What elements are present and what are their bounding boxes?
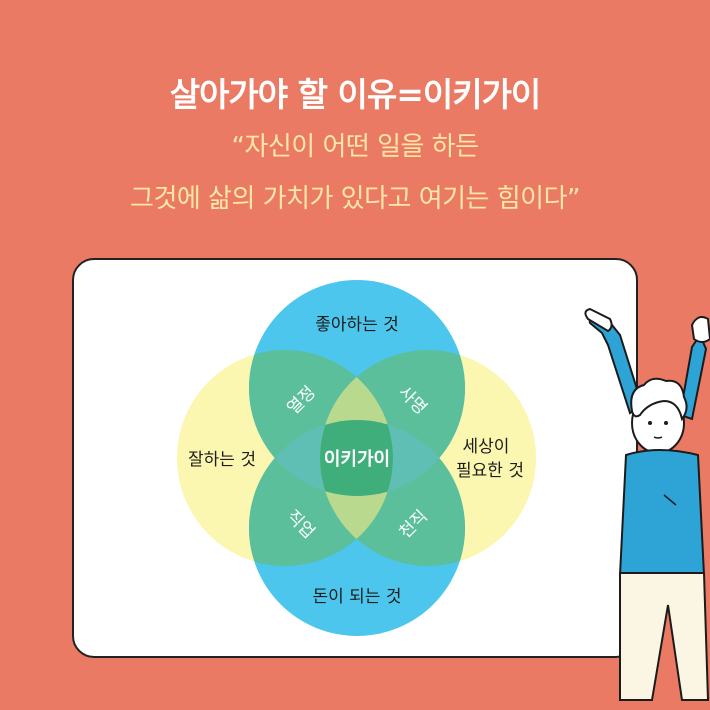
page-title: 살아가야 할 이유=이키가이 <box>169 75 542 114</box>
label-ikigai: 이키가이 <box>324 449 390 470</box>
label-paid-for: 돈이 되는 것 <box>312 587 401 607</box>
quote-line-1: “자신이 어떤 일을 하든 <box>231 132 479 162</box>
label-good-at: 잘하는 것 <box>188 450 256 470</box>
label-love: 좋아하는 것 <box>315 315 399 335</box>
label-world-needs-2: 필요한 것 <box>456 461 524 481</box>
quote-line-2: 그것에 삶의 가치가 있다고 여기는 힘이다” <box>130 184 580 214</box>
label-world-needs-1: 세상이 <box>463 437 510 457</box>
person-illustration <box>584 307 710 701</box>
